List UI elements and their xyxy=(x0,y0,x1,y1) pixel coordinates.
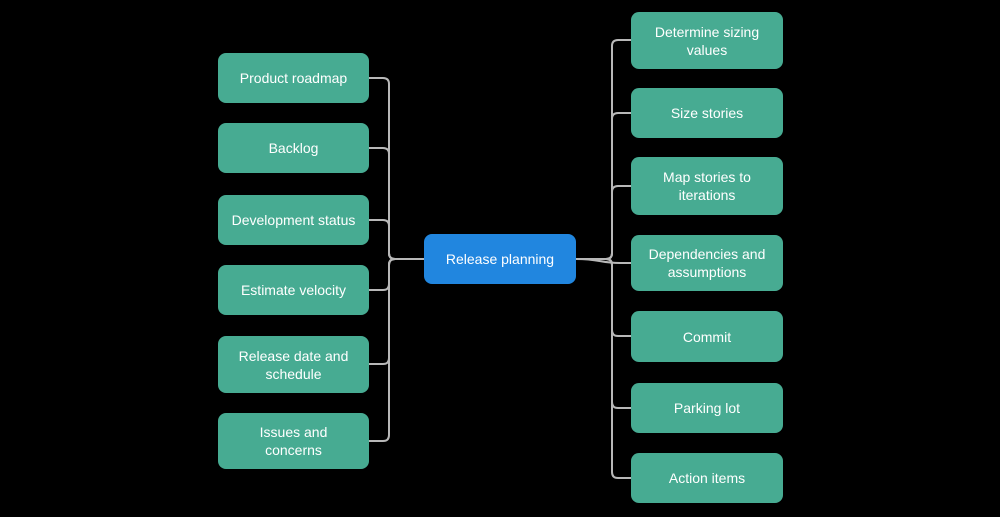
node-size-stories[interactable]: Size stories xyxy=(631,88,783,138)
node-action-items[interactable]: Action items xyxy=(631,453,783,503)
node-issues-and-concerns[interactable]: Issues and concerns xyxy=(218,413,369,469)
node-map-stories-to-iterations[interactable]: Map stories to iterations xyxy=(631,157,783,215)
connector-root-to-issues-concerns xyxy=(369,258,424,442)
connector-root-to-parking-lot xyxy=(576,258,631,409)
node-release-planning-root[interactable]: Release planning xyxy=(424,234,576,284)
connector-root-to-determine-sizing xyxy=(576,39,631,260)
node-backlog[interactable]: Backlog xyxy=(218,123,369,173)
connector-root-to-release-date xyxy=(369,258,424,365)
connector-root-to-backlog xyxy=(369,147,424,260)
node-estimate-velocity[interactable]: Estimate velocity xyxy=(218,265,369,315)
node-commit[interactable]: Commit xyxy=(631,311,783,362)
node-product-roadmap[interactable]: Product roadmap xyxy=(218,53,369,103)
node-parking-lot[interactable]: Parking lot xyxy=(631,383,783,433)
node-release-date-and-schedule[interactable]: Release date and schedule xyxy=(218,336,369,393)
connector-root-to-product-roadmap xyxy=(369,77,424,260)
connector-root-to-map-stories xyxy=(576,185,631,260)
connector-root-to-commit xyxy=(576,258,631,337)
node-dependencies-and-assumptions[interactable]: Dependencies and assumptions xyxy=(631,235,783,291)
connector-root-to-development-status xyxy=(369,219,424,260)
node-development-status[interactable]: Development status xyxy=(218,195,369,245)
connector-root-to-action-items xyxy=(576,258,631,479)
node-determine-sizing-values[interactable]: Determine sizing values xyxy=(631,12,783,69)
connector-root-to-estimate-velocity xyxy=(369,258,424,291)
